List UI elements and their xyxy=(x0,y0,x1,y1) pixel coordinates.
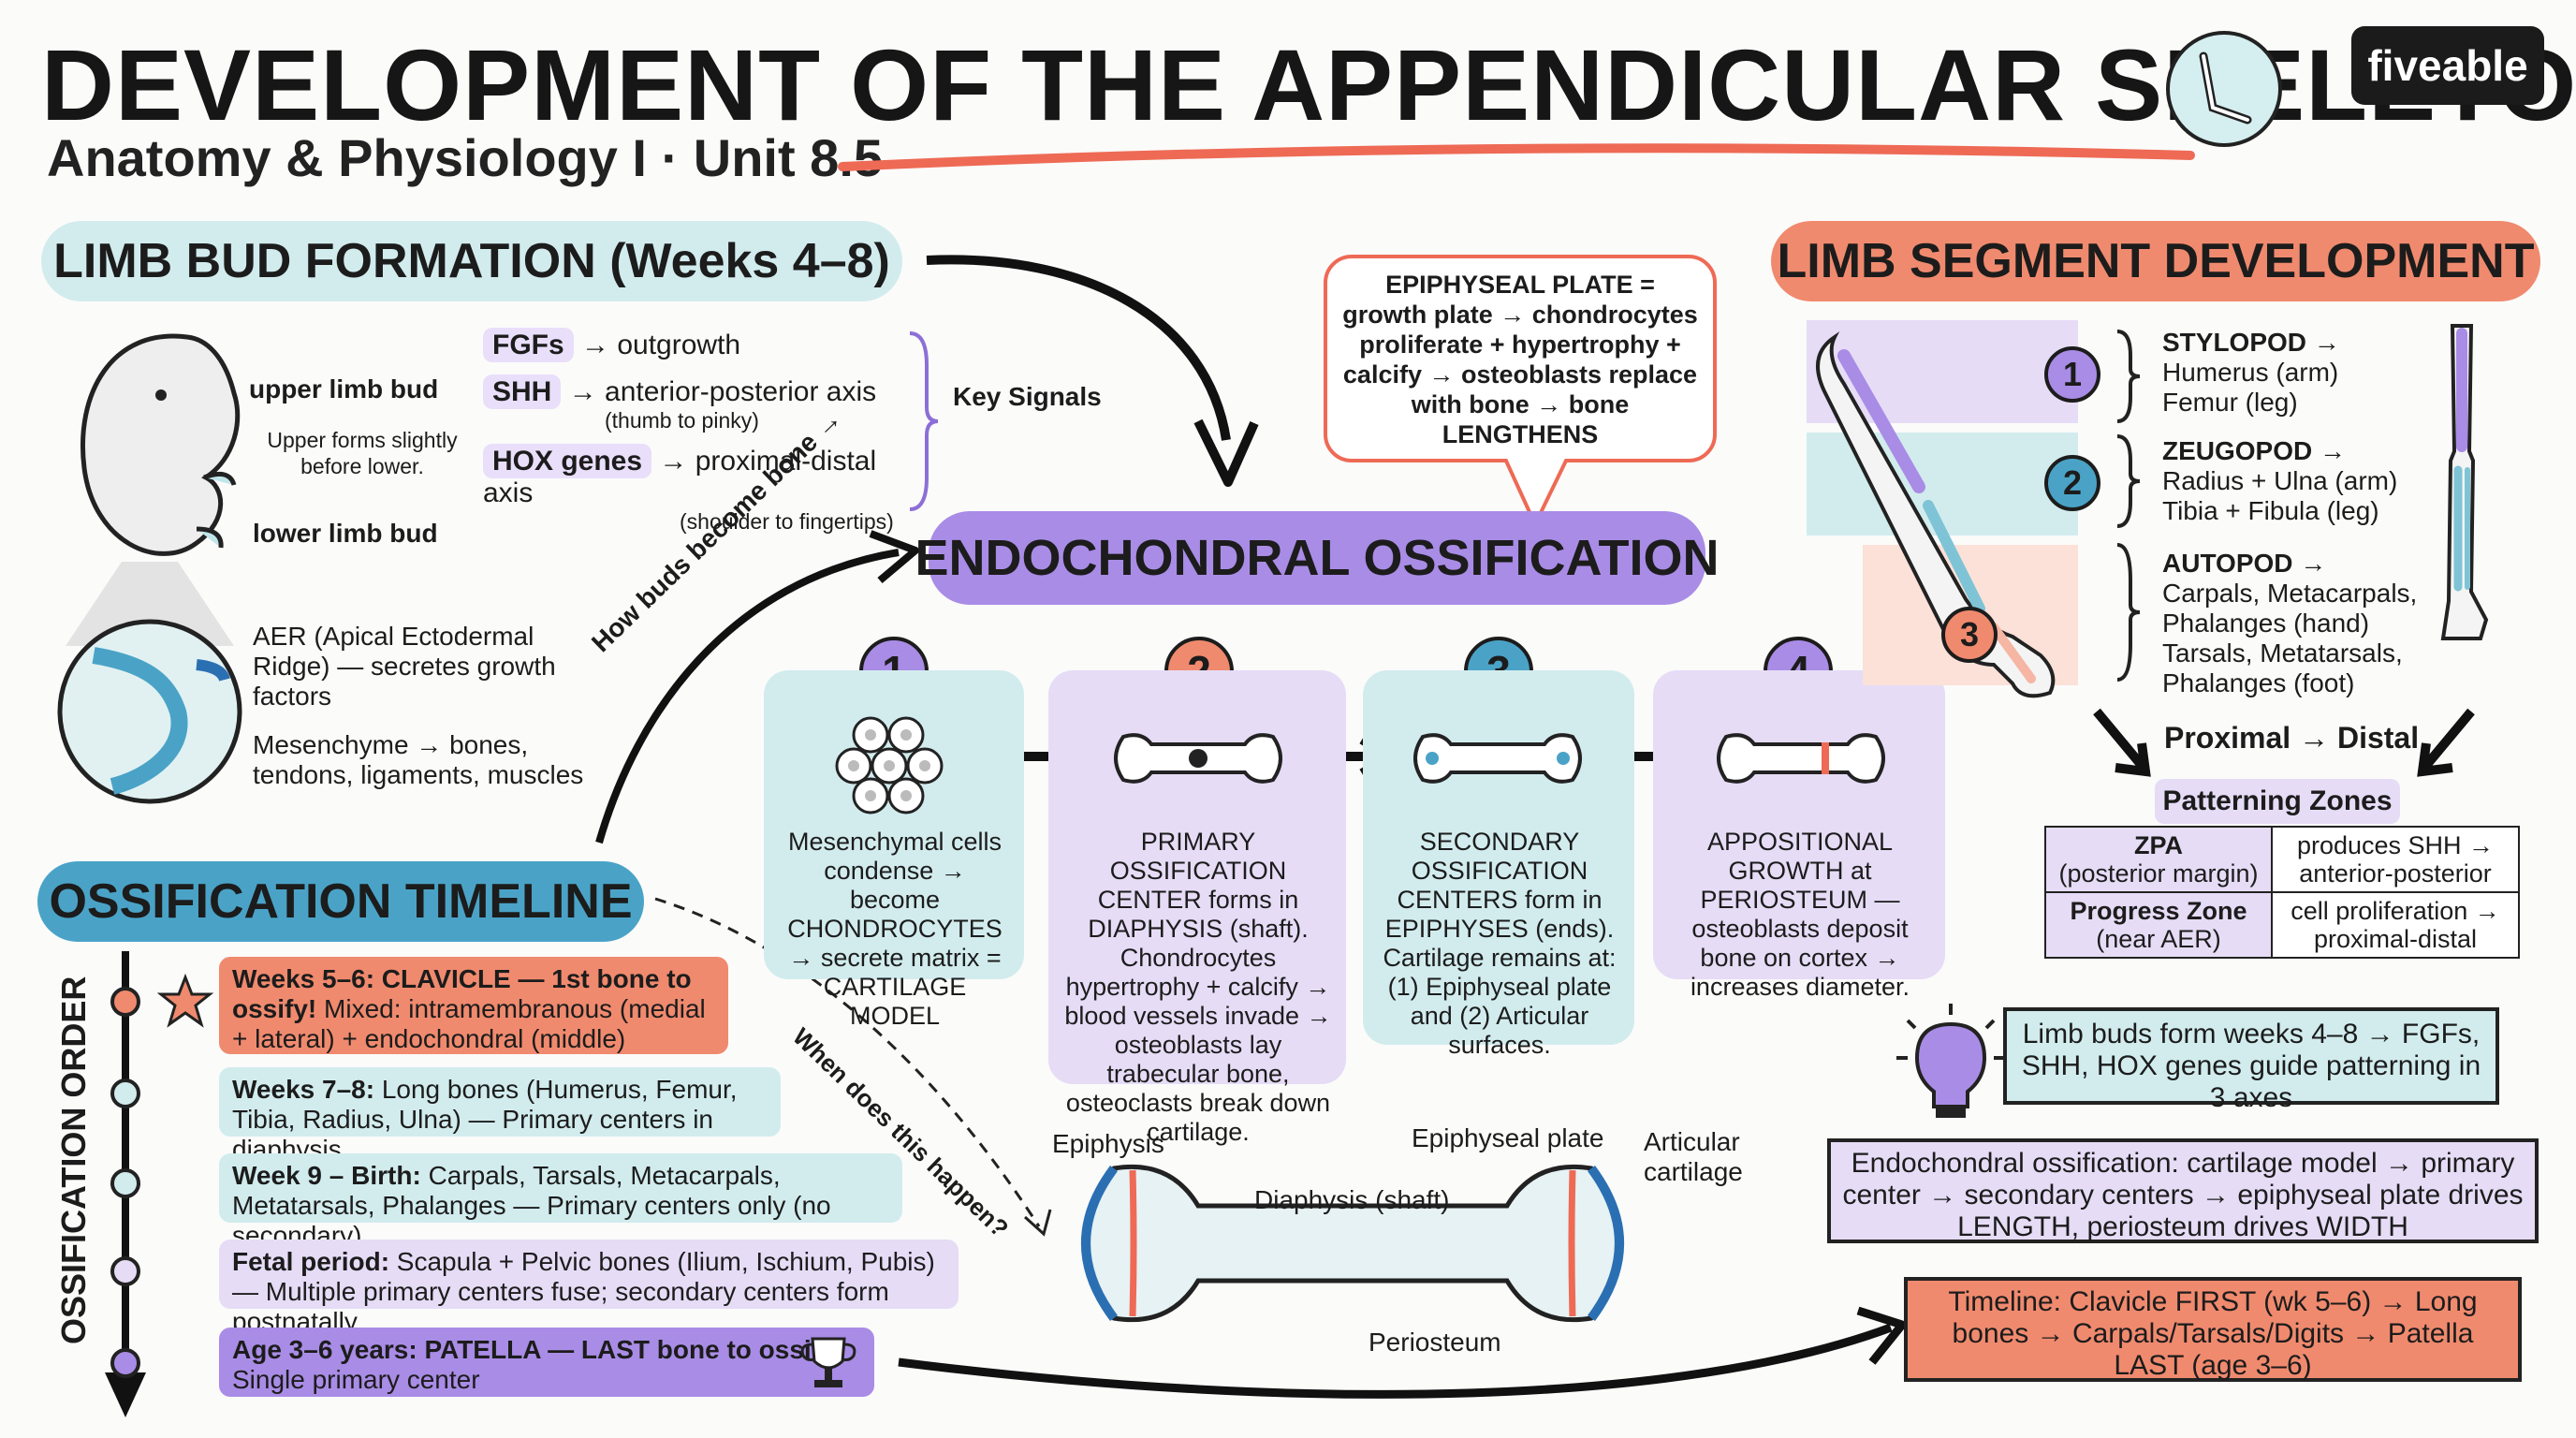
timeline-axis xyxy=(105,951,146,1417)
segment-title: AUTOPOD → xyxy=(2162,549,2327,578)
segment-line: Humerus (arm) xyxy=(2162,358,2339,387)
timeline-item-bold: Week 9 – Birth: xyxy=(232,1161,421,1190)
segment-title: ZEUGOPOD → xyxy=(2162,436,2347,465)
step-3-text: SECONDARY OSSIFICATION CENTERS form in E… xyxy=(1383,828,1617,1059)
timeline-item-1: Weeks 5–6: CLAVICLE — 1st bone to ossify… xyxy=(219,957,728,1054)
zone-cell: ZPA(posterior margin) xyxy=(2044,826,2273,893)
lightbulb-icon xyxy=(1896,1004,2005,1118)
signal-text: → proximal-distal axis xyxy=(483,446,877,508)
segments-heading: LIMB SEGMENT DEVELOPMENT xyxy=(1771,221,2540,301)
timeline-item-text: Mixed: intramembranous (medial + lateral… xyxy=(232,994,706,1053)
timeline-item-bold: Age 3–6 years: PATELLA — LAST bone to os… xyxy=(232,1335,843,1364)
patterning-zones-table: ZPA(posterior margin) produces SHH → ant… xyxy=(2044,826,2520,959)
signal-hox: HOX genes → proximal-distal axis (should… xyxy=(483,444,932,534)
key-signals-list: FGFs → outgrowth SHH → anterior-posterio… xyxy=(483,328,932,534)
segment-title: STYLOPOD → xyxy=(2162,328,2340,357)
timeline-item-4: Fetal period: Scapula + Pelvic bones (Il… xyxy=(219,1240,959,1336)
segment-line: Femur (leg) xyxy=(2162,388,2298,417)
signal-name: FGFs xyxy=(483,328,574,362)
title-underline xyxy=(838,143,2195,171)
appositional-bone-icon xyxy=(1717,733,1885,784)
step-4-card xyxy=(1653,670,1945,979)
patterning-zones-heading: Patterning Zones xyxy=(2155,779,2400,824)
endochondral-heading: ENDOCHONDRAL OSSIFICATION xyxy=(915,511,1720,605)
secondary-center-bone-icon xyxy=(1413,733,1582,784)
ossification-order-label: OSSIFICATION ORDER xyxy=(54,976,93,1344)
summary-timeline: Timeline: Clavicle FIRST (wk 5–6) → Long… xyxy=(1904,1277,2522,1382)
segment-3-badge: 3 xyxy=(1941,607,1998,663)
page-title: DEVELOPMENT OF THE APPENDICULAR SKELETON xyxy=(41,28,2576,141)
summary-limb-buds: Limb buds form weeks 4–8 → FGFs, SHH, HO… xyxy=(2003,1007,2499,1113)
periosteum-label: Periosteum xyxy=(1368,1328,1501,1357)
epiphysis-label: Epiphysis xyxy=(1052,1129,1164,1158)
lower-limb-bud-label: lower limb bud xyxy=(253,519,438,548)
timeline-item-text: Long bones (Humerus, Femur, Tibia, Radiu… xyxy=(232,1075,738,1164)
zone-role-cell: produces SHH → anterior-posterior xyxy=(2271,826,2520,893)
proximal-distal-arrows xyxy=(2093,708,2475,777)
timeline-item-text: Single primary center xyxy=(232,1365,480,1394)
limb-bone-icon xyxy=(2166,31,2282,147)
upper-limb-bud-label: upper limb bud xyxy=(249,374,439,404)
step-2-text: PRIMARY OSSIFICATION CENTER forms in DIA… xyxy=(1064,828,1332,1146)
trophy-icon xyxy=(800,1337,856,1387)
signal-sub: (thumb to pinky) xyxy=(605,408,759,433)
star-icon xyxy=(157,974,213,1028)
signal-sub: (shoulder to fingertips) xyxy=(680,509,894,534)
signal-shh: SHH → anterior-posterior axis (thumb to … xyxy=(483,374,932,446)
step-3-card xyxy=(1363,670,1634,1045)
segment-1-badge: 1 xyxy=(2044,346,2100,403)
zeugopod-info: ZEUGOPOD → Radius + Ulna (arm) Tibia + F… xyxy=(2162,436,2397,526)
fiveable-logo[interactable]: fiveable xyxy=(2351,26,2544,105)
epiphyseal-plate-label: Epiphyseal plate xyxy=(1412,1123,1604,1152)
zone-role-cell: cell proliferation → proximal-distal xyxy=(2271,891,2520,959)
articular-cartilage-label: Articular cartilage xyxy=(1644,1127,1743,1186)
cartilage-cells-icon xyxy=(835,716,944,814)
step-4-text: APPOSITIONAL GROWTH at PERIOSTEUM — oste… xyxy=(1690,828,1910,1001)
zone-cell: Progress Zone(near AER) xyxy=(2044,891,2273,959)
stylopod-info: STYLOPOD → Humerus (arm) Femur (leg) xyxy=(2162,328,2340,418)
signal-name: HOX genes xyxy=(483,444,652,478)
page-subtitle: Anatomy & Physiology I · Unit 8.5 xyxy=(47,128,884,187)
timeline-item-bold: Weeks 5–6: CLAVICLE — 1st bone to ossify… xyxy=(232,964,692,1023)
segment-braces xyxy=(2116,330,2141,682)
timeline-item-3: Week 9 – Birth: Carpals, Tarsals, Metaca… xyxy=(219,1153,902,1250)
signal-text: → outgrowth xyxy=(581,330,741,360)
signal-name: SHH xyxy=(483,374,562,409)
segment-line: Tarsals, Metatarsals, xyxy=(2162,638,2403,668)
step-1-text: Mesenchymal cells condense → become CHON… xyxy=(787,828,1003,1030)
aer-label: AER (Apical Ectodermal Ridge) — secretes… xyxy=(253,622,556,711)
segment-line: Tibia + Fibula (leg) xyxy=(2162,496,2379,525)
timeline-heading: OSSIFICATION TIMELINE xyxy=(37,861,644,942)
signals-brace xyxy=(909,331,939,511)
limb-bud-heading: LIMB BUD FORMATION (Weeks 4–8) xyxy=(41,221,902,301)
timeline-item-5: Age 3–6 years: PATELLA — LAST bone to os… xyxy=(219,1328,874,1397)
segment-line: Phalanges (foot) xyxy=(2162,668,2355,697)
signal-fgfs: FGFs → outgrowth xyxy=(483,328,932,376)
autopod-info: AUTOPOD → Carpals, Metacarpals, Phalange… xyxy=(2162,549,2417,698)
summary-endochondral: Endochondral ossification: cartilage mod… xyxy=(1827,1138,2539,1243)
segment-line: Phalanges (hand) xyxy=(2162,609,2370,638)
aer-zoom-circle xyxy=(57,562,242,804)
proximal-distal-label: Proximal → Distal xyxy=(2164,721,2420,755)
step-2-card xyxy=(1048,670,1346,1084)
mesenchyme-label: Mesenchyme → bones, tendons, ligaments, … xyxy=(253,730,584,789)
leg-illustration xyxy=(2440,324,2489,640)
timeline-item-bold: Fetal period: xyxy=(232,1247,390,1276)
arm-illustration xyxy=(1816,331,2056,698)
segment-line: Carpals, Metacarpals, xyxy=(2162,579,2418,608)
long-bone-diagram xyxy=(1081,1164,1624,1323)
timeline-item-2: Weeks 7–8: Long bones (Humerus, Femur, T… xyxy=(219,1067,781,1164)
primary-center-bone-icon xyxy=(1114,733,1282,784)
key-signals-label: Key Signals xyxy=(953,382,1102,411)
segment-line: Radius + Ulna (arm) xyxy=(2162,466,2398,495)
epiphyseal-plate-callout: EPIPHYSEAL PLATE = growth plate → chondr… xyxy=(1324,255,1717,462)
embryo-illustration xyxy=(80,333,241,556)
timeline-item-bold: Weeks 7–8: xyxy=(232,1075,375,1104)
diaphysis-label: Diaphysis (shaft) xyxy=(1254,1185,1450,1214)
zone-row: ZPA(posterior margin) produces SHH → ant… xyxy=(2044,826,2520,893)
upper-limb-note: Upper forms slightly before lower. xyxy=(267,428,458,478)
segment-2-badge: 2 xyxy=(2044,455,2100,511)
signal-text: → anterior-posterior axis xyxy=(568,376,877,407)
zone-row: Progress Zone(near AER) cell proliferati… xyxy=(2044,891,2520,959)
